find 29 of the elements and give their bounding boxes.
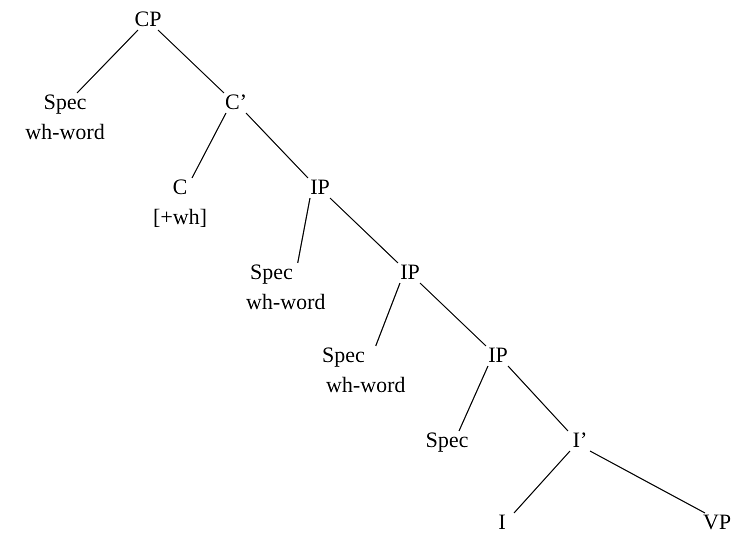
category-label: C	[172, 173, 188, 201]
tree-branch-line	[590, 450, 706, 514]
feature-label: wh-word	[25, 118, 105, 146]
tree-branch-line	[246, 112, 308, 178]
tree-branch-line	[508, 366, 568, 432]
feature-label: wh-word	[246, 288, 326, 316]
category-label: VP	[702, 508, 732, 536]
category-label: Spec	[426, 426, 468, 454]
tree-branch-line	[420, 282, 486, 346]
feature-label: wh-word	[326, 371, 406, 399]
tree-branch-line	[458, 366, 489, 432]
category-label: C’	[225, 88, 247, 116]
tree-branch-line	[76, 30, 138, 94]
category-label: I	[498, 508, 506, 536]
specifier-label: Spec	[250, 258, 293, 286]
specifier-label: Spec	[44, 88, 86, 116]
category-label: IP	[400, 258, 420, 286]
tree-branch-line	[514, 450, 570, 514]
tree-branch-line	[375, 282, 401, 346]
tree-branch-line	[297, 198, 311, 264]
category-label: CP	[134, 5, 162, 33]
feature-label: [+wh]	[153, 203, 207, 231]
category-label: I’	[572, 426, 588, 454]
category-label: IP	[488, 341, 508, 369]
tree-branch-line	[158, 30, 224, 94]
specifier-label: Spec	[322, 341, 365, 369]
tree-branch-line	[191, 112, 227, 178]
category-label: IP	[310, 173, 330, 201]
tree-branch-line	[330, 198, 398, 264]
